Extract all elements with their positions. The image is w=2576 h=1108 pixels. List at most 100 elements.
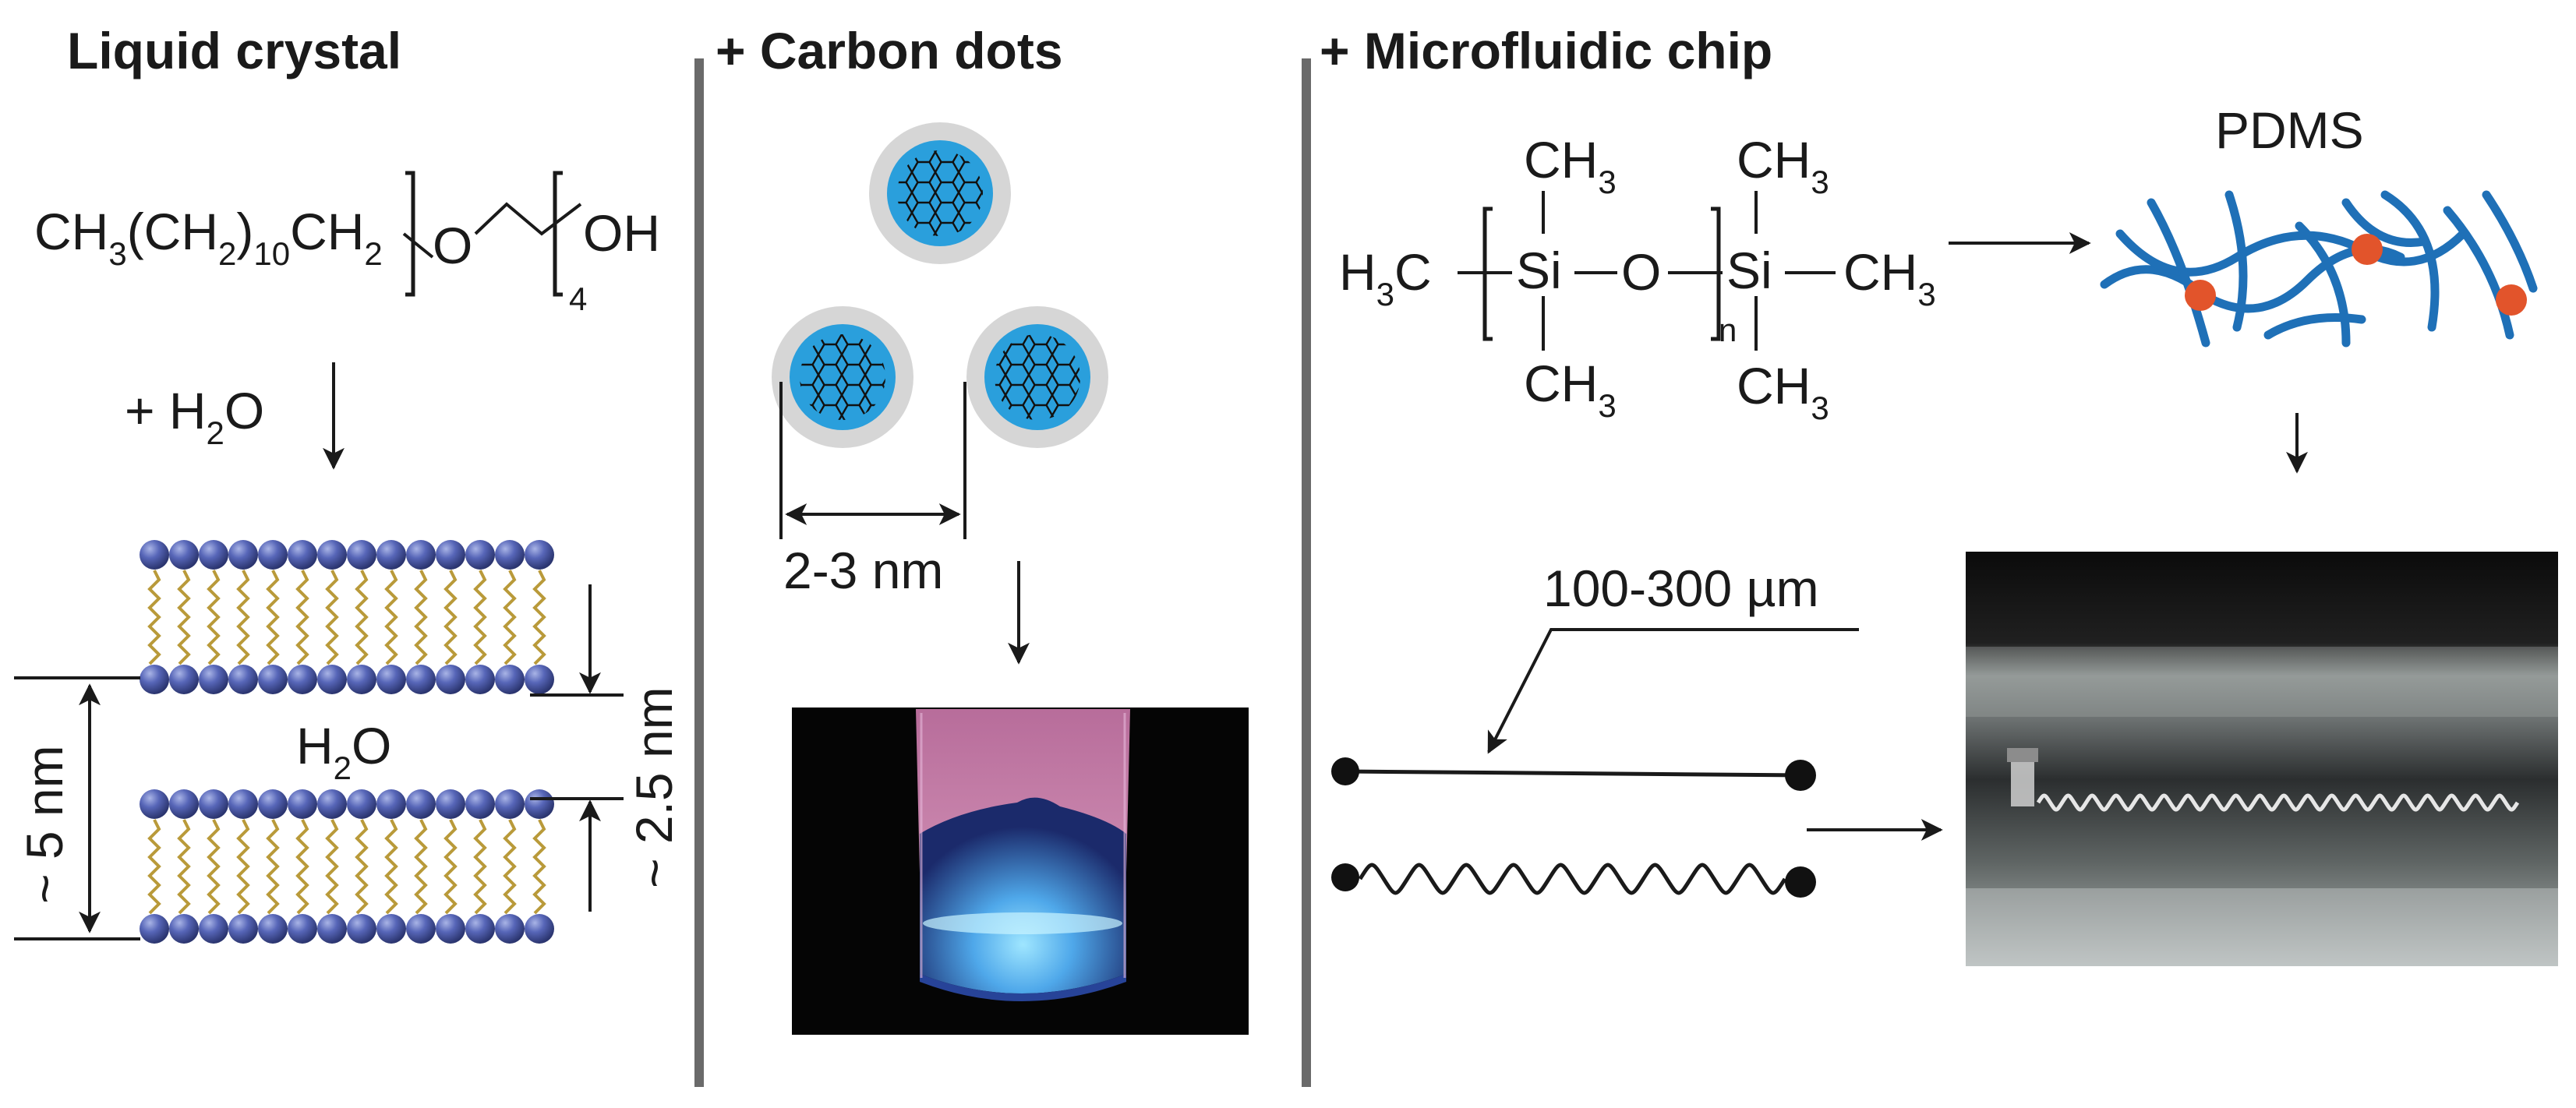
formula-part2: (CH — [127, 203, 218, 260]
lipid-head — [288, 789, 317, 819]
water-addition-label: + H2O — [125, 382, 264, 451]
lipid-head — [228, 789, 258, 819]
ch3-bottom-left: CH3 — [1524, 355, 1617, 424]
lipid-head — [317, 540, 347, 570]
lipid-tail — [295, 819, 309, 915]
lipid-tail — [266, 570, 280, 665]
lipid-head — [376, 914, 406, 944]
lipid-tail — [147, 819, 161, 915]
crosslink-2 — [2352, 234, 2383, 265]
lipid-head — [288, 665, 317, 694]
ch3-bottom-right: CH3 — [1737, 357, 1829, 426]
lipid-tail — [532, 570, 546, 665]
carbon-dot-2 — [772, 306, 913, 448]
lipid-tail — [443, 819, 458, 915]
lipid-tail — [503, 819, 517, 915]
lipid-head — [199, 914, 228, 944]
lipid-tail — [532, 819, 546, 915]
lipid-tail — [325, 819, 339, 915]
lipid-head — [495, 914, 525, 944]
ch3-top-left: CH3 — [1524, 131, 1617, 200]
microfluidic-title: + Microfluidic chip — [1320, 22, 1772, 79]
lipid-head — [140, 665, 169, 694]
lipid-head — [436, 789, 465, 819]
lipid-tail — [443, 570, 458, 665]
carbon-dots-title: + Carbon dots — [716, 22, 1063, 79]
lipid-head — [436, 914, 465, 944]
lipid-tail — [355, 819, 369, 915]
serpentine-channel — [1331, 863, 1816, 898]
lipid-head — [228, 540, 258, 570]
lipid-head — [465, 789, 495, 819]
lipid-tail — [236, 570, 250, 665]
microfluidic-panel: + Microfluidic chip CH3 CH3 CH3 CH3 H3C … — [1320, 22, 2558, 966]
carbon-dots-panel: + Carbon dots 2-3 nm — [716, 22, 1249, 1035]
lipid-tail — [266, 819, 280, 915]
h3c-group: H3C — [1339, 243, 1432, 312]
lipid-tail — [147, 570, 161, 665]
lipid-head — [199, 789, 228, 819]
lipid-head — [406, 540, 436, 570]
lipid-head — [228, 914, 258, 944]
lipid-tail — [473, 819, 487, 915]
silicon-right: Si — [1726, 242, 1772, 299]
formula-hydroxyl: OH — [583, 204, 660, 262]
lipid-head — [169, 665, 199, 694]
lipid-head — [436, 665, 465, 694]
channel-pointer — [1487, 628, 1859, 754]
lipid-head — [199, 540, 228, 570]
vial-photo — [792, 707, 1249, 1035]
lipid-head — [169, 789, 199, 819]
carbon-dot-3 — [966, 306, 1108, 448]
crosslink-3 — [2496, 284, 2527, 316]
ch3-right: CH3 — [1843, 243, 1936, 312]
surfactant-formula: CH3(CH2)10CH2 O OH 4 — [34, 171, 660, 317]
lipid-head — [288, 540, 317, 570]
lipid-head — [525, 914, 554, 944]
lipid-tail — [295, 570, 309, 665]
lipid-tail — [384, 819, 398, 915]
lipid-head — [317, 914, 347, 944]
lipid-head — [495, 540, 525, 570]
lipid-head — [347, 914, 376, 944]
lipid-tail — [325, 570, 339, 665]
bilayer-bottom — [140, 789, 554, 944]
lipid-head — [169, 914, 199, 944]
lipid-head — [406, 914, 436, 944]
lipid-head — [347, 789, 376, 819]
lipid-tail — [177, 570, 191, 665]
lipid-head — [525, 540, 554, 570]
lipid-tail — [355, 570, 369, 665]
lipid-head — [228, 665, 258, 694]
lipid-head — [140, 914, 169, 944]
lipid-head — [465, 540, 495, 570]
lipid-head — [406, 789, 436, 819]
formula-oxygen: O — [433, 217, 472, 274]
repeat-brackets — [405, 171, 563, 297]
silicon-left: Si — [1516, 242, 1562, 299]
liquid-crystal-panel: Liquid crystal CH3(CH2)10CH2 O OH 4 + H2… — [14, 22, 683, 944]
straight-channel — [1331, 757, 1816, 791]
channel-width-label: 100-300 µm — [1543, 559, 1819, 617]
lipid-tail — [236, 819, 250, 915]
ch3-top-right: CH3 — [1737, 131, 1829, 200]
crosslink-1 — [2185, 280, 2216, 311]
lipid-head — [140, 540, 169, 570]
lipid-head — [376, 789, 406, 819]
lipid-head — [169, 540, 199, 570]
carbon-dot-1 — [869, 122, 1011, 264]
lipid-tail — [207, 819, 221, 915]
svg-text:CH3(CH2)10CH2: CH3(CH2)10CH2 — [34, 203, 383, 272]
lipid-head — [376, 540, 406, 570]
pdms-network — [2100, 190, 2538, 348]
lipid-head — [317, 789, 347, 819]
lipid-tail — [207, 570, 221, 665]
lipid-tail — [503, 570, 517, 665]
lipid-head — [258, 789, 288, 819]
lipid-head — [347, 540, 376, 570]
lipid-head — [258, 540, 288, 570]
lipid-head — [376, 665, 406, 694]
repeat-brackets-pdms — [1482, 206, 1721, 341]
